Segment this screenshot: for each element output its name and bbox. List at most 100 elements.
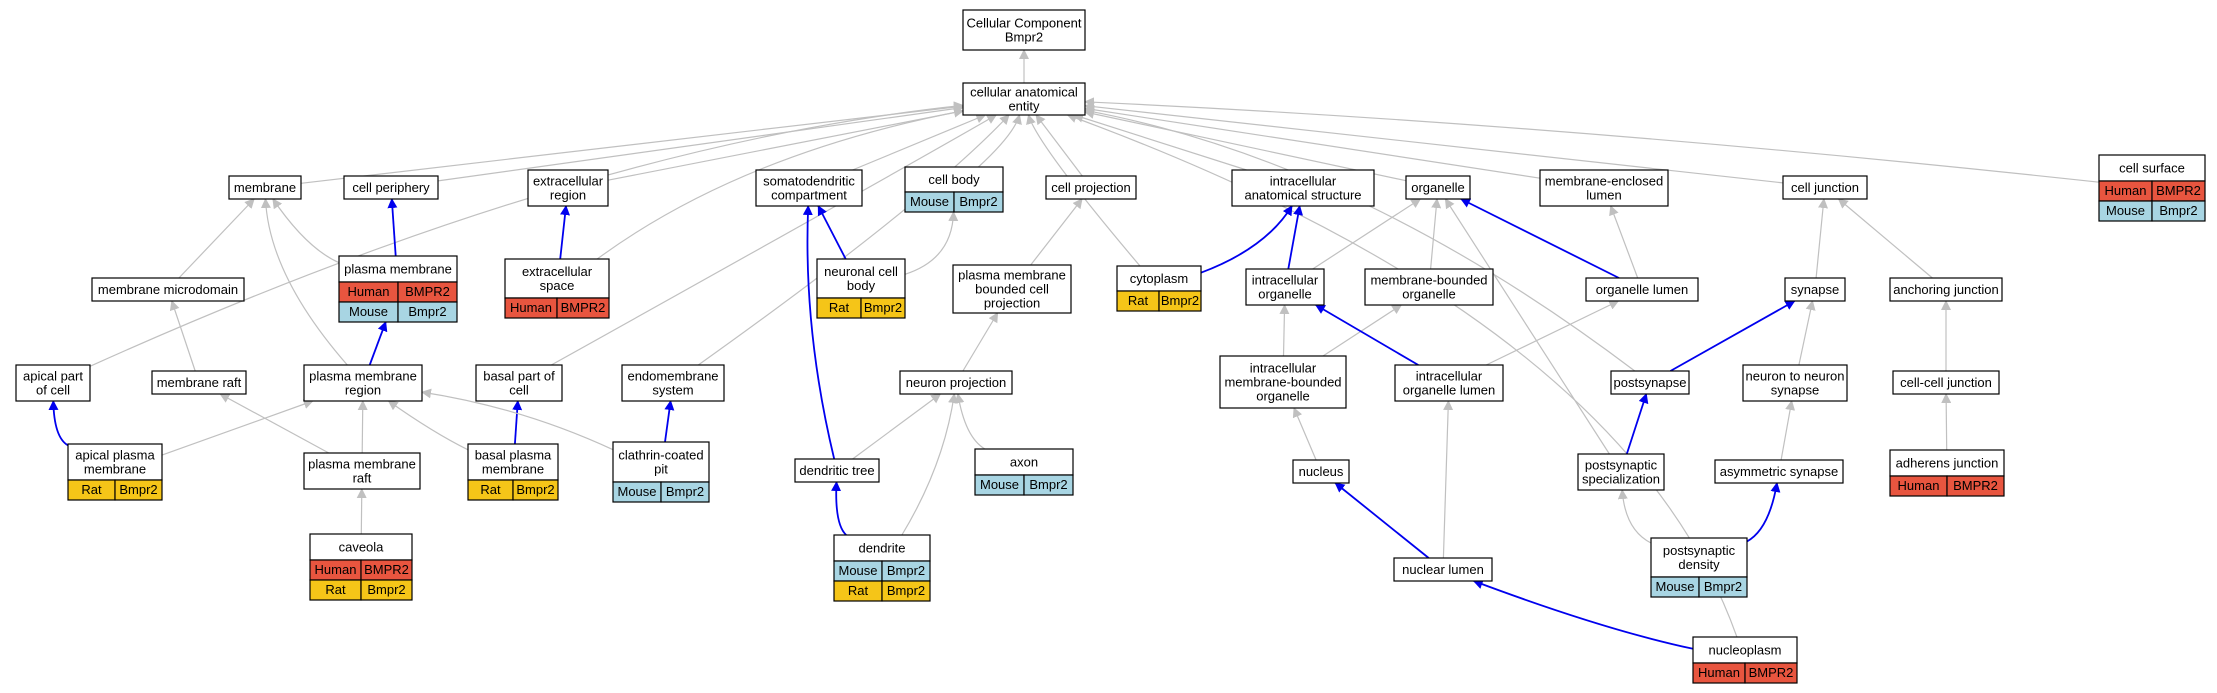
node-nuclear-lumen[interactable]: nuclear lumen [1393,557,1493,582]
edge-is-a-membrane-microdomain-to-membrane [178,198,255,279]
node-box [816,258,906,299]
edge-is-a-postsynaptic-spec-to-organelle [1444,198,1610,455]
node-label: cellular anatomical [970,85,1078,100]
edge-part-of-neuronal-cell-body-to-somatodendritic [817,205,847,260]
species-label: Rat [480,482,501,497]
edge-is-a-extracellular-region-to-cae [607,107,964,181]
node-label: compartment [771,188,847,203]
node-label: dendrite [859,541,906,556]
node-label: Bmpr2 [1005,30,1043,45]
node-membrane-raft[interactable]: membrane raft [151,370,247,395]
node-box [1782,175,1868,200]
node-label: neuronal cell [824,264,898,279]
node-cell-projection[interactable]: cell projection [1045,175,1137,200]
edge-is-a-nucleus-to-intracellular-mbo [1292,407,1317,461]
node-anchoring-junction[interactable]: anchoring junction [1889,277,2003,302]
node-label: postsynapse [1614,375,1687,390]
gene-symbol: Bmpr2 [367,582,405,597]
node-box [962,82,1086,116]
gene-cell [556,297,610,319]
edge-part-of-plasma-membrane-to-cell-periphery [387,198,398,257]
node-organelle-lumen[interactable]: organelle lumen [1585,277,1699,302]
species-label: Human [510,300,552,315]
edge-is-a-pm-region-to-membrane [260,198,348,366]
node-label: cell [509,383,529,398]
edge-part-of-intracellular-organelle-lumen-to-intracellular-organelle [1314,304,1419,366]
species-label: Human [315,562,357,577]
edge-is-a-extracellular-space-to-cae [596,107,964,260]
edge-is-a-pm-raft-to-pm-region [357,400,368,454]
node-box [612,441,710,483]
gene-symbol: Bmpr2 [516,482,554,497]
node-label: endomembrane [627,369,718,384]
node-neuron-projection[interactable]: neuron projection [899,370,1013,395]
edge-part-of-basal-pm-to-basal-part [512,400,523,445]
node-dendritic-tree[interactable]: dendritic tree [794,458,880,483]
node-synapse[interactable]: synapse [1784,277,1846,302]
node-box [1364,268,1494,306]
edge-part-of-intracellular-organelle-to-intracellular-struct [1287,205,1304,270]
node-postsynapse[interactable]: postsynapse [1610,370,1690,395]
node-label: membrane raft [157,375,242,390]
node-box [952,264,1072,314]
node-box [962,9,1086,51]
node-asymmetric-synapse[interactable]: asymmetric synapse [1714,459,1844,484]
node-box [755,169,863,207]
species-label: Rat [325,582,346,597]
node-membrane-microdomain[interactable]: membrane microdomain [91,277,245,302]
node-label: cell body [928,172,980,187]
node-label: membrane [84,462,146,477]
node-label: body [847,278,876,293]
gene-symbol: Bmpr2 [2159,203,2197,218]
node-box [1394,364,1504,402]
node-organelle[interactable]: organelle [1405,175,1471,200]
edge-is-a-membrane-bounded-organelle-to-organelle [1430,198,1442,270]
node-cell-junction[interactable]: cell junction [1782,175,1868,200]
node-box [1292,459,1350,484]
node-label: nucleoplasm [1709,643,1782,658]
node-cell-cell-junction[interactable]: cell-cell junction [1892,370,2000,395]
edge-is-a-intracellular-mbo-to-membrane-bounded-organelle [1322,304,1403,357]
edge-is-a-cell-projection-to-cae [1035,114,1083,177]
edge-is-a-apical-part-to-cae [89,101,964,367]
node-cell-periphery[interactable]: cell periphery [343,175,439,200]
node-box [1539,169,1669,207]
node-nucleus[interactable]: nucleus [1292,459,1350,484]
edge-is-a-somatodendritic-to-cae [852,113,987,171]
gene-symbol: Bmpr2 [887,563,925,578]
node-membrane[interactable]: membrane [228,175,302,200]
